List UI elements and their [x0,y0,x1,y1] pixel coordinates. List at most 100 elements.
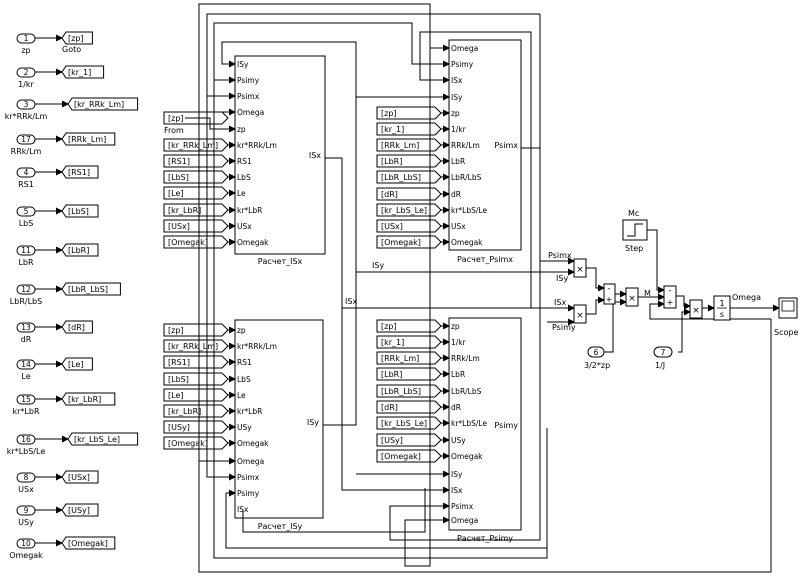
from-tag-psimx-1[interactable]: [kr_1] [376,122,442,136]
from-tag-psimy-6[interactable]: [kr_LbS_Le] [376,416,442,430]
from-tag-psimx-0[interactable]: [zp] [376,106,442,120]
product-block-1[interactable]: × [573,258,587,278]
port-psimy-11: Psimx [451,502,474,511]
step-block[interactable]: Step [622,219,648,253]
from-tag-isy-1[interactable]: [kr_RRk_Lm] [163,339,229,353]
feedback-wires [198,3,780,573]
signal-psimx-label: Psimx [548,251,572,260]
from-tag-isx-6[interactable]: [USx] [163,219,229,233]
port-psimx-5: 1/kr [451,125,467,134]
port-psimx-11: USx [451,222,466,231]
signal-mc-label: Mc [628,209,639,218]
from-tag-isx-2[interactable]: [RS1] [163,154,229,168]
from-tag-psimy-1[interactable]: [kr_1] [376,335,442,349]
from-tag-isy-0[interactable]: [zp] [163,323,229,337]
from-tag-psimx-2[interactable]: [RRk_Lm] [376,138,442,152]
svg-text:[dR]: [dR] [381,190,398,199]
from-tag-psimx-5[interactable]: [dR] [376,187,442,201]
svg-text:[kr_RRk_Lm]: [kr_RRk_Lm] [168,141,218,150]
svg-text:[kr_LbR]: [kr_LbR] [168,407,201,416]
product-block-4[interactable]: × [689,299,703,319]
svg-text:×: × [692,306,700,316]
svg-text:6: 6 [594,348,599,357]
gain-1j[interactable]: 7 1/J [653,346,673,370]
svg-text:[LbS]: [LbS] [68,207,89,216]
from-tag-isy-3[interactable]: [LbS] [163,372,229,386]
svg-text:1: 1 [24,34,29,43]
svg-text:1/kr: 1/kr [18,80,34,89]
product-block-2[interactable]: × [573,304,587,324]
sum-block-2[interactable]: - + [663,285,677,309]
from-tag-psimy-5[interactable]: [dR] [376,400,442,414]
psimx-title: Расчет_Psimx [457,255,513,264]
from-tag-psimx-4[interactable]: [LbR_LbS] [376,170,442,184]
signal-isy-label-1: ISy [372,261,384,270]
port-psimy-0: zp [451,322,460,331]
from-tag-psimy-2[interactable]: [RRk_Lm] [376,351,442,365]
from-tag-isy-5[interactable]: [kr_LbR] [163,404,229,418]
from-tags-isy: [zp] [kr_RRk_Lm] [RS1] [LbS] [Le] [kr_LbR] [US… [163,323,236,450]
from-tag-isx-3[interactable]: [LbS] [163,170,229,184]
from-tag-psimy-7[interactable]: [USy] [376,433,442,447]
isx-out-label: ISx [309,151,321,160]
subsystem-raschet-psimx[interactable]: OmegaPsimyISxISyzp1/krRRk/LmLbRLbR/LbSdR… [448,39,522,264]
inport-zp[interactable]: 1zp[zp]Goto [16,31,93,55]
from-tag-psimx-7[interactable]: [USx] [376,219,442,233]
from-tag-psimx-3[interactable]: [LbR] [376,154,442,168]
from-tag-psimy-0[interactable]: [zp] [376,319,442,333]
svg-text:[dR]: [dR] [381,403,398,412]
subsystem-raschet-isx[interactable]: ISyPsimyPsimxOmegazpkr*RRk/LmRS1LbSLekr*… [234,55,326,266]
from-tag-isx-5[interactable]: [kr_LbR] [163,203,229,217]
svg-text:[kr_LbS_Le]: [kr_LbS_Le] [381,206,427,215]
svg-text:4: 4 [24,168,29,177]
from-tag-psimx-6[interactable]: [kr_LbS_Le] [376,203,442,217]
gain-32zp[interactable]: 6 3/2*zp [584,346,610,370]
sum-block-1[interactable]: - + [603,283,616,305]
port-isx-3: Omega [237,108,264,117]
svg-text:[RS1]: [RS1] [68,168,90,177]
from-tag-isy-4[interactable]: [Le] [163,388,229,402]
svg-text:[LbS]: [LbS] [168,375,189,384]
svg-text:9: 9 [24,506,29,515]
from-tag-isx-1[interactable]: [kr_RRk_Lm] [163,138,229,152]
from-tag-psimy-3[interactable]: [LbR] [376,367,442,381]
port-psimy-9: ISy [451,470,463,479]
svg-text:14: 14 [21,360,31,369]
svg-text:[LbR]: [LbR] [381,370,402,379]
from-tag-isx-7[interactable]: [Omegak] [163,235,229,249]
product-block-3[interactable]: × [625,287,639,307]
scope-block[interactable]: Scope [774,297,798,337]
svg-text:+: + [667,298,674,307]
from-tag-isy-6[interactable]: [USy] [163,420,229,434]
from-tag-isx-4[interactable]: [Le] [163,186,229,200]
subsystem-raschet-psimy[interactable]: zp1/krRRk/LmLbRLbR/LbSdRkr*LbS/LeUSyOmeg… [448,317,522,543]
svg-text:-: - [608,284,611,293]
inport-1-kr[interactable]: 21/kr[kr_1] [16,65,105,89]
svg-text:[USy]: [USy] [381,436,403,445]
inport-kr-rrk-lm[interactable]: 3kr*RRk/Lm[kr_RRk_Lm] [5,97,139,121]
port-psimy-6: kr*LbS/Le [451,419,487,428]
subsystem-raschet-isy[interactable]: zpkr*RRk/LmRS1LbSLekr*LbRUSyOmegakOmegaP… [234,319,324,531]
svg-text:7: 7 [661,348,666,357]
svg-text:15: 15 [21,395,31,404]
integrator-block[interactable]: 1 s [713,295,731,321]
from-tag-psimy-8[interactable]: [Omegak] [376,449,442,463]
from-tag-psimy-4[interactable]: [LbR_LbS] [376,384,442,398]
from-tag-isy-2[interactable]: [RS1] [163,355,229,369]
from-tag-psimx-8[interactable]: [Omegak] [376,235,442,249]
from-tag-isy-7[interactable]: [Omegak] [163,436,229,450]
svg-text:3/2*zp: 3/2*zp [584,361,610,370]
